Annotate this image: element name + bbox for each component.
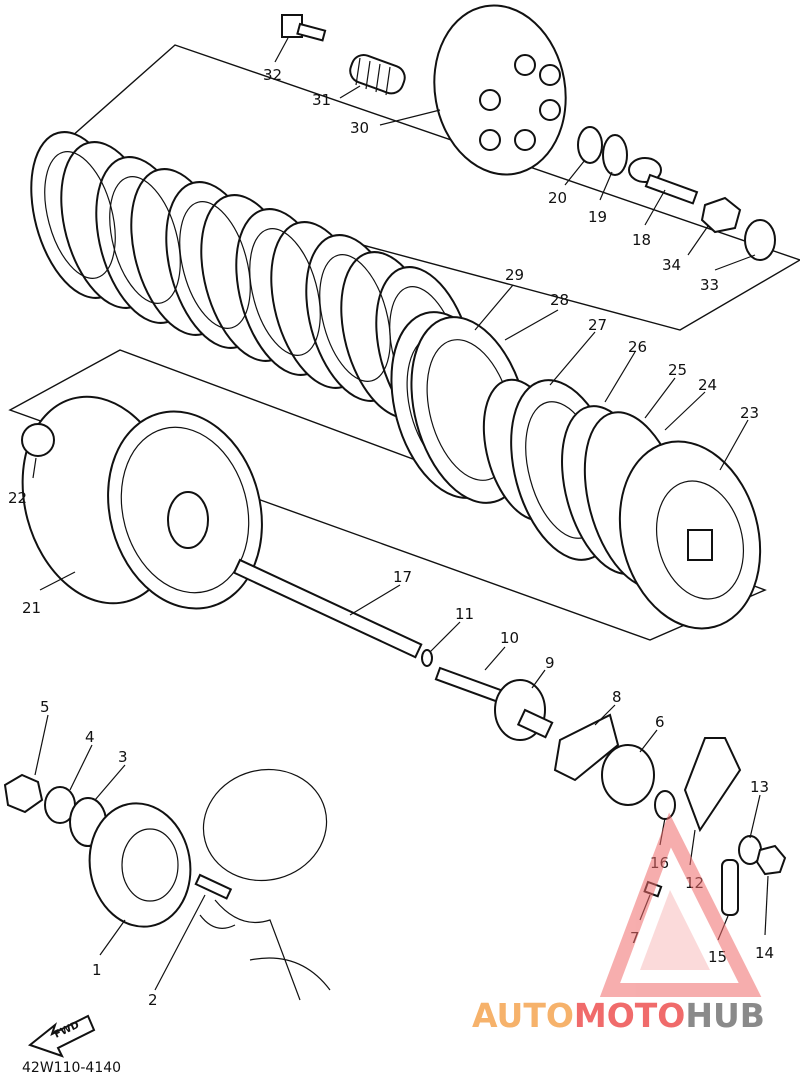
label-2: 2 — [148, 991, 158, 1009]
label-10: 10 — [500, 629, 519, 647]
part-30-pressure-plate — [433, 4, 567, 176]
label-15: 15 — [708, 948, 727, 966]
fwd-arrow-icon: FWD — [27, 1014, 96, 1058]
part-11-o-ring — [421, 649, 433, 667]
label-17: 17 — [393, 568, 412, 586]
label-28: 28 — [550, 291, 569, 309]
crankshaft-outline — [199, 768, 331, 1001]
label-29: 29 — [505, 266, 524, 284]
leader-lines — [32, 37, 769, 991]
label-34: 34 — [662, 256, 681, 274]
watermark-part-auto: AUTO — [472, 996, 574, 1035]
part-22-retainer — [21, 423, 55, 457]
label-22: 22 — [8, 489, 27, 507]
plates-group-frame — [43, 44, 800, 331]
label-4: 4 — [85, 728, 95, 746]
part-19-bearing — [602, 134, 628, 176]
hub-group-frame — [8, 349, 767, 641]
label-18: 18 — [632, 231, 651, 249]
watermark-triangle-icon — [599, 812, 762, 997]
label-14: 14 — [755, 944, 774, 962]
label-33: 33 — [700, 276, 719, 294]
part-labels: 32 31 30 20 19 18 34 33 29 28 27 26 25 2… — [8, 66, 774, 1009]
part-32-bolt — [281, 14, 327, 42]
part-18-push-rod — [628, 157, 699, 205]
label-13: 13 — [750, 778, 769, 796]
part-33-lock-washer — [744, 219, 776, 261]
watermark-part-moto: MOTO — [574, 996, 685, 1035]
watermark-part-hub: HUB — [685, 996, 765, 1035]
label-11: 11 — [455, 605, 474, 623]
part-1-primary-drive-gear — [88, 802, 192, 928]
part-34-nut — [700, 196, 742, 234]
part-23-clutch-boss — [618, 440, 762, 630]
part-9-push-lever — [494, 679, 554, 741]
part-12-pull-lever — [683, 737, 742, 833]
label-26: 26 — [628, 338, 647, 356]
watermark-text: AUTOMOTOHUB — [472, 996, 765, 1035]
part-14-nut — [755, 844, 787, 876]
label-27: 27 — [588, 316, 607, 334]
label-3: 3 — [118, 748, 128, 766]
part-31-clutch-spring — [349, 53, 406, 96]
part-5-nut — [3, 773, 44, 814]
label-9: 9 — [545, 654, 555, 672]
label-8: 8 — [612, 688, 622, 706]
label-19: 19 — [588, 208, 607, 226]
label-5: 5 — [40, 698, 50, 716]
label-31: 31 — [312, 91, 331, 109]
label-32: 32 — [263, 66, 282, 84]
part-15-return-spring — [721, 859, 739, 916]
label-20: 20 — [548, 189, 567, 207]
figure-code: 42W110-4140 — [22, 1060, 121, 1076]
label-23: 23 — [740, 404, 759, 422]
label-6: 6 — [655, 713, 665, 731]
part-17-shaft — [232, 558, 423, 659]
label-1: 1 — [92, 961, 102, 979]
part-2-key — [194, 873, 233, 900]
label-21: 21 — [22, 599, 41, 617]
part-21-clutch-housing — [21, 395, 263, 610]
part-20-washer — [577, 126, 603, 164]
label-30: 30 — [350, 119, 369, 137]
part-6-collar — [601, 744, 655, 806]
part-16-bush — [654, 790, 676, 820]
label-24: 24 — [698, 376, 717, 394]
label-25: 25 — [668, 361, 687, 379]
